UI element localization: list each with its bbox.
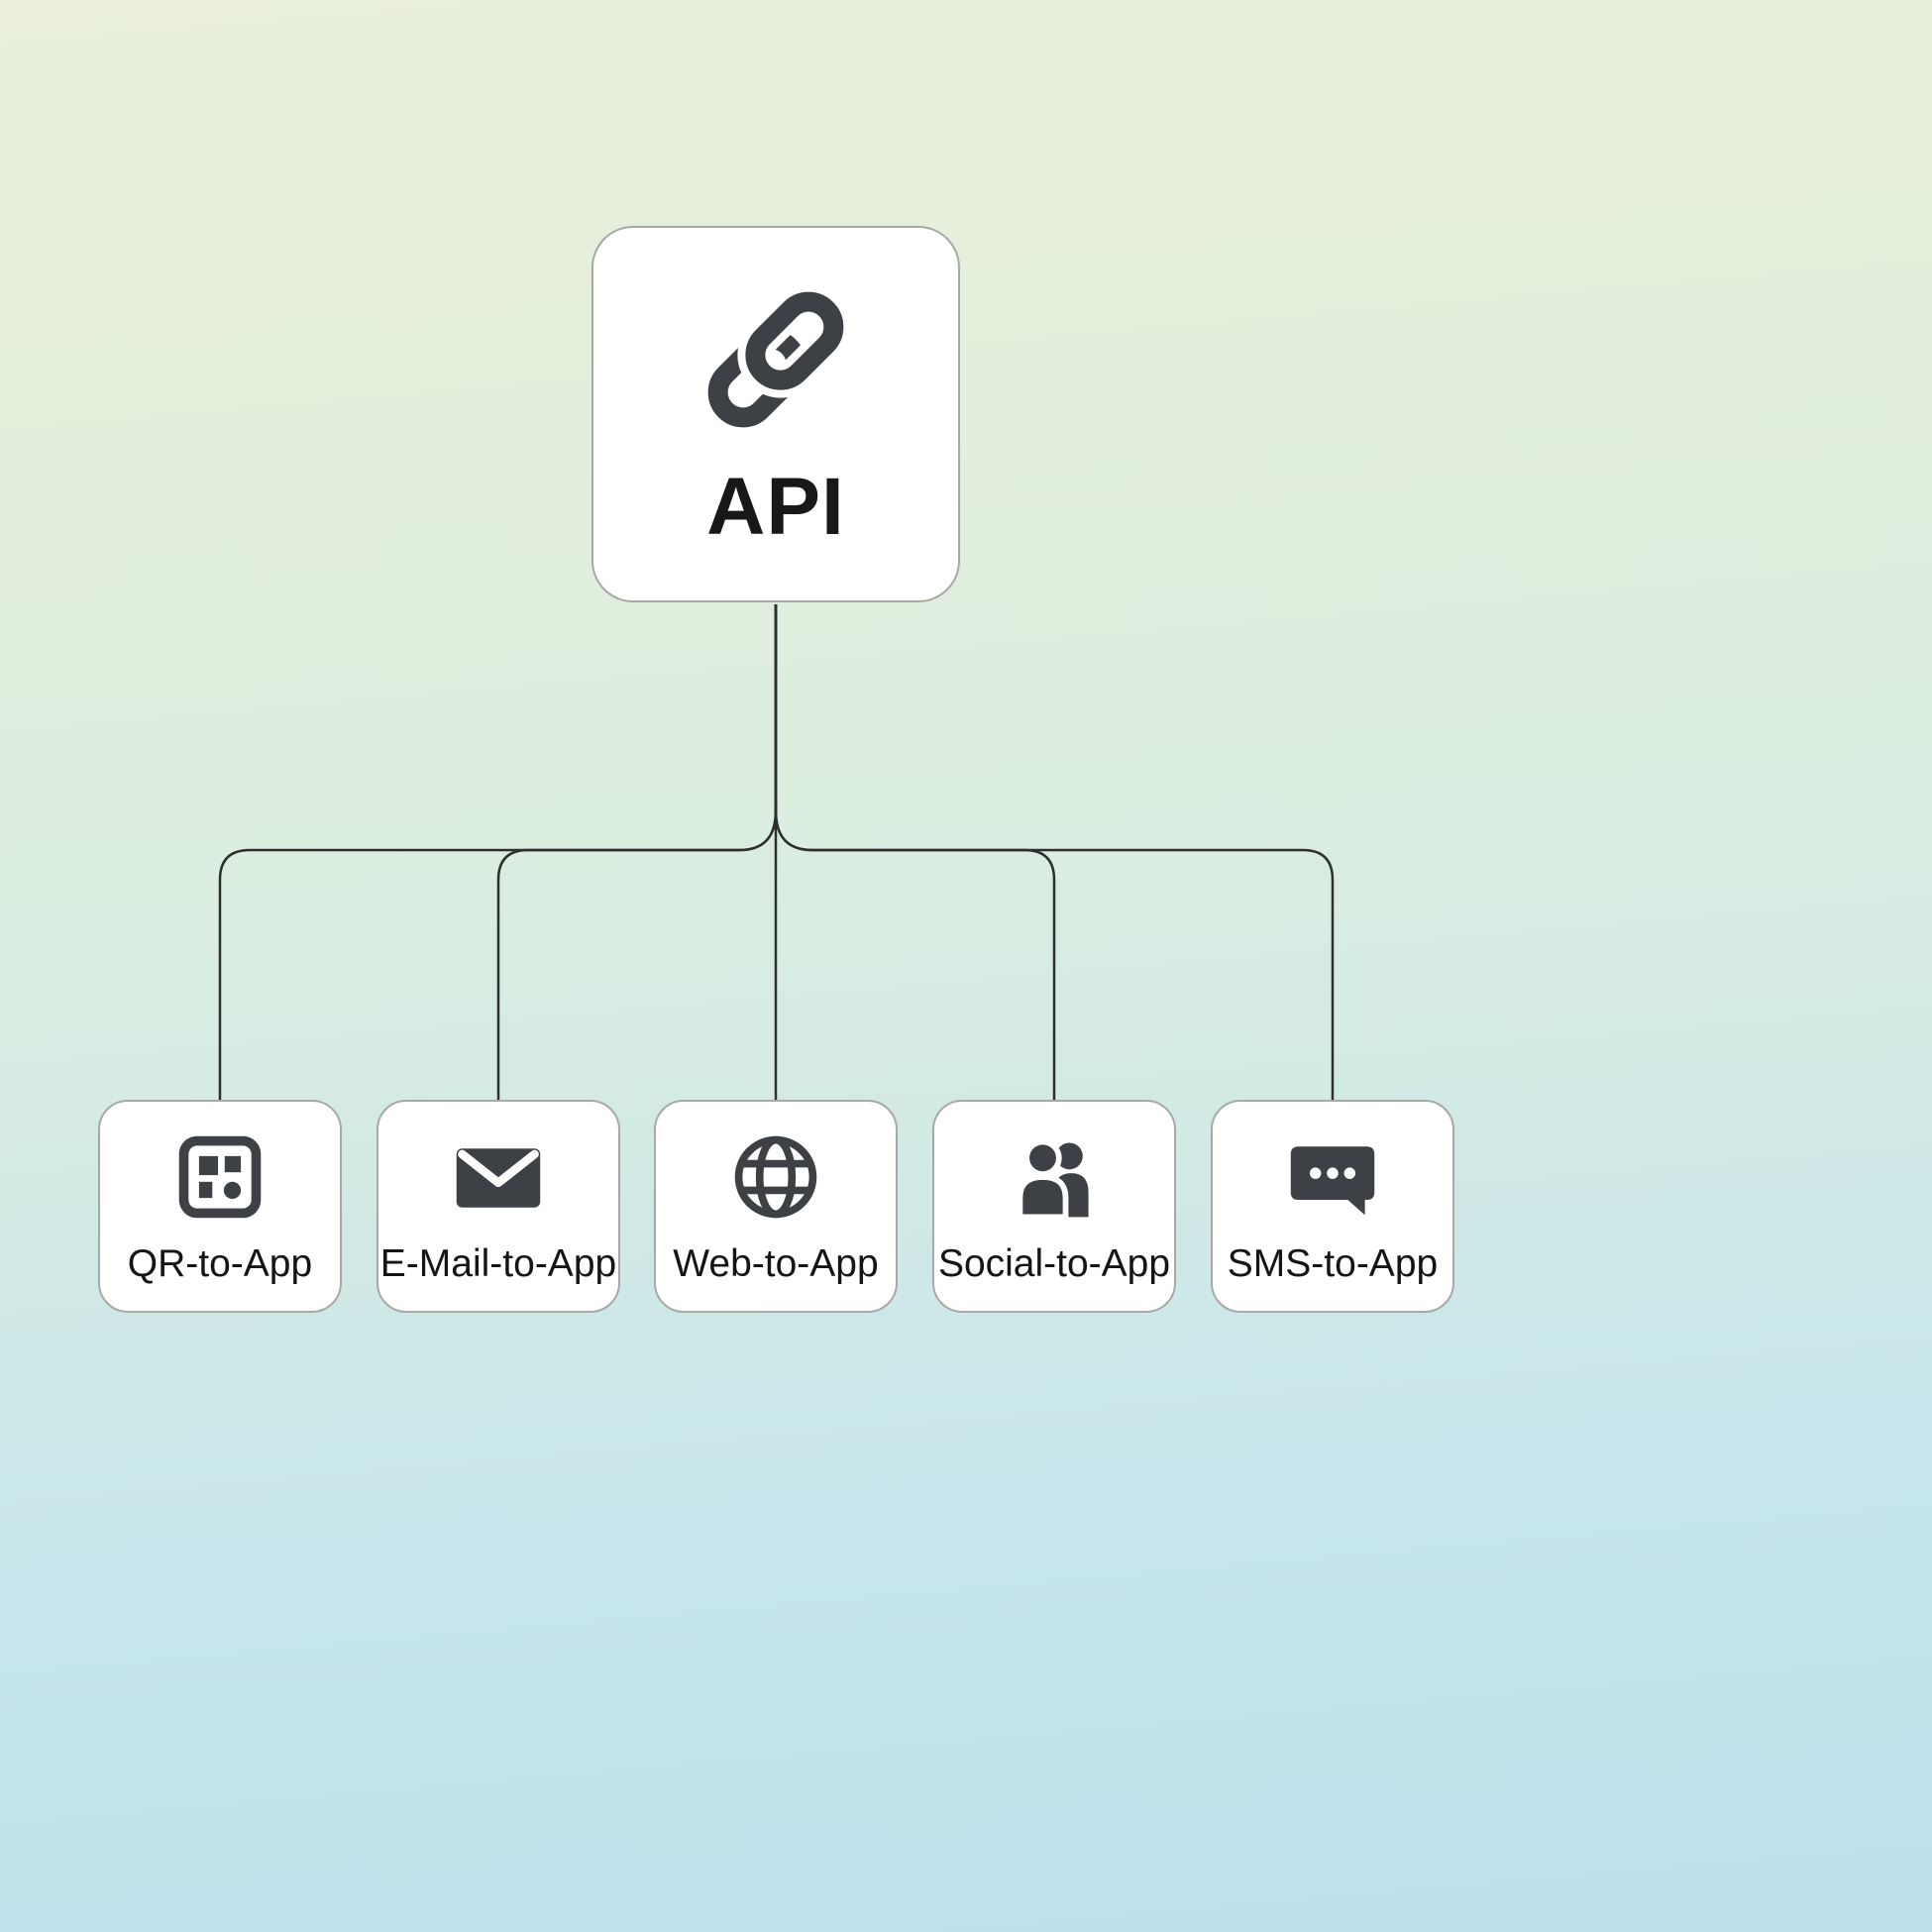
email-envelope-icon <box>451 1129 546 1225</box>
node-api-label: API <box>706 462 845 552</box>
node-api: API <box>591 226 960 602</box>
people-icon <box>1007 1129 1102 1225</box>
connector-root-to-social <box>774 604 1056 1100</box>
node-web-to-app-label: Web-to-App <box>673 1242 879 1285</box>
globe-icon <box>728 1129 823 1225</box>
connector-root-to-email <box>496 604 778 1100</box>
node-email-to-app: E-Mail-to-App <box>376 1100 620 1313</box>
qr-code-icon <box>172 1129 268 1225</box>
node-social-to-app: Social-to-App <box>932 1100 1176 1313</box>
connector-root-to-qr <box>218 604 778 1100</box>
node-qr-to-app-label: QR-to-App <box>127 1242 313 1285</box>
node-sms-to-app-label: SMS-to-App <box>1227 1242 1439 1285</box>
connector-root-to-sms <box>774 604 1335 1100</box>
sms-chat-bubble-icon <box>1285 1129 1380 1225</box>
node-sms-to-app: SMS-to-App <box>1211 1100 1454 1313</box>
link-icon <box>697 280 855 439</box>
node-social-to-app-label: Social-to-App <box>937 1242 1171 1285</box>
node-email-to-app-label: E-Mail-to-App <box>379 1242 617 1285</box>
node-web-to-app: Web-to-App <box>654 1100 898 1313</box>
node-qr-to-app: QR-to-App <box>98 1100 342 1313</box>
